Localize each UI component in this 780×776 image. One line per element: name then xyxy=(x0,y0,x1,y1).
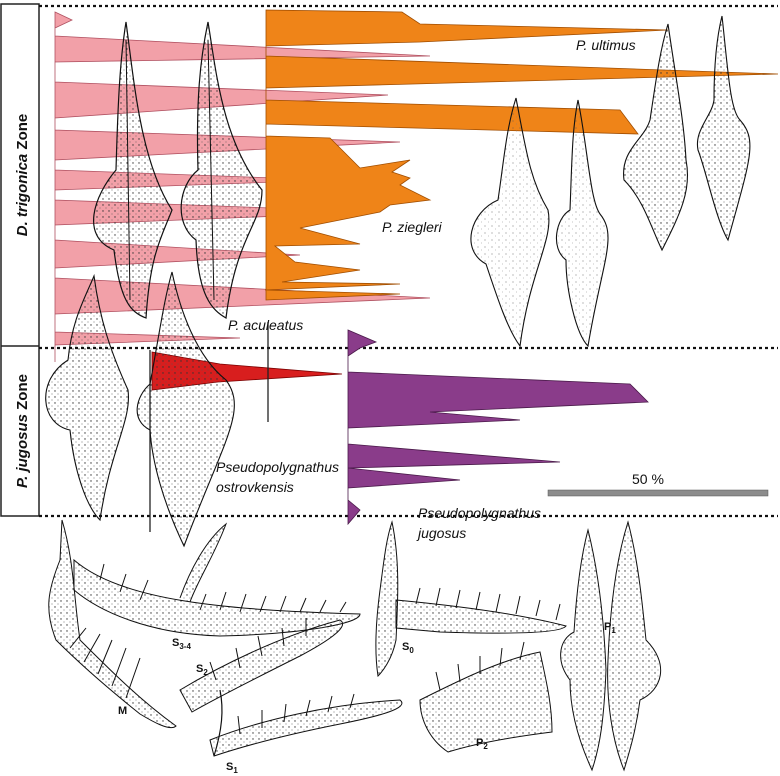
label-ziegleri: P. ziegleri xyxy=(382,219,443,235)
scale-bar-label: 50 % xyxy=(632,471,664,487)
p1-element-e xyxy=(623,23,689,252)
label-element-m: M xyxy=(118,705,127,717)
zone-label-trigonica: D. trigonica Zone xyxy=(14,114,31,237)
label-element-s0: S0 xyxy=(402,641,414,655)
range-aculeatus xyxy=(54,11,431,362)
label-element-p1: P1 xyxy=(604,621,616,635)
range-jugosus xyxy=(347,329,649,526)
label-aculeatus: P. aculeatus xyxy=(228,317,303,333)
p1-element-c xyxy=(470,97,550,348)
element-s0 xyxy=(375,520,567,678)
p1-element-f xyxy=(696,15,751,242)
p1-element-h xyxy=(136,271,235,548)
label-element-s1: S1 xyxy=(226,761,238,775)
zone-label-jugosus: P. jugosus Zone xyxy=(14,374,31,488)
p1-element-b xyxy=(180,21,263,319)
label-jugosus-genus: Pseudopolygnathus xyxy=(418,505,541,521)
label-element-p2: P2 xyxy=(476,737,488,751)
label-ultimus: P. ultimus xyxy=(576,37,636,53)
scale-bar xyxy=(547,489,769,497)
element-s2 xyxy=(179,618,343,713)
p1-element-g xyxy=(45,273,130,522)
p1-element-a xyxy=(93,21,173,319)
element-p1-pair xyxy=(560,520,662,772)
range-ziegleri xyxy=(264,9,779,301)
p1-element-d xyxy=(555,99,609,348)
label-ostrovkensis-genus: Pseudopolygnathus xyxy=(216,459,339,475)
element-p2 xyxy=(419,641,553,753)
label-ostrovkensis-species: ostrovkensis xyxy=(216,479,294,495)
element-m xyxy=(48,519,177,728)
zone-column: D. trigonica Zone P. jugosus Zone xyxy=(0,3,40,517)
element-s1 xyxy=(209,689,403,757)
label-element-s34: S3-4 xyxy=(172,637,191,651)
element-s34 xyxy=(73,522,361,637)
label-element-s2: S2 xyxy=(196,663,208,677)
label-jugosus-species: jugosus xyxy=(416,525,466,541)
zone-column-frame xyxy=(0,3,40,517)
